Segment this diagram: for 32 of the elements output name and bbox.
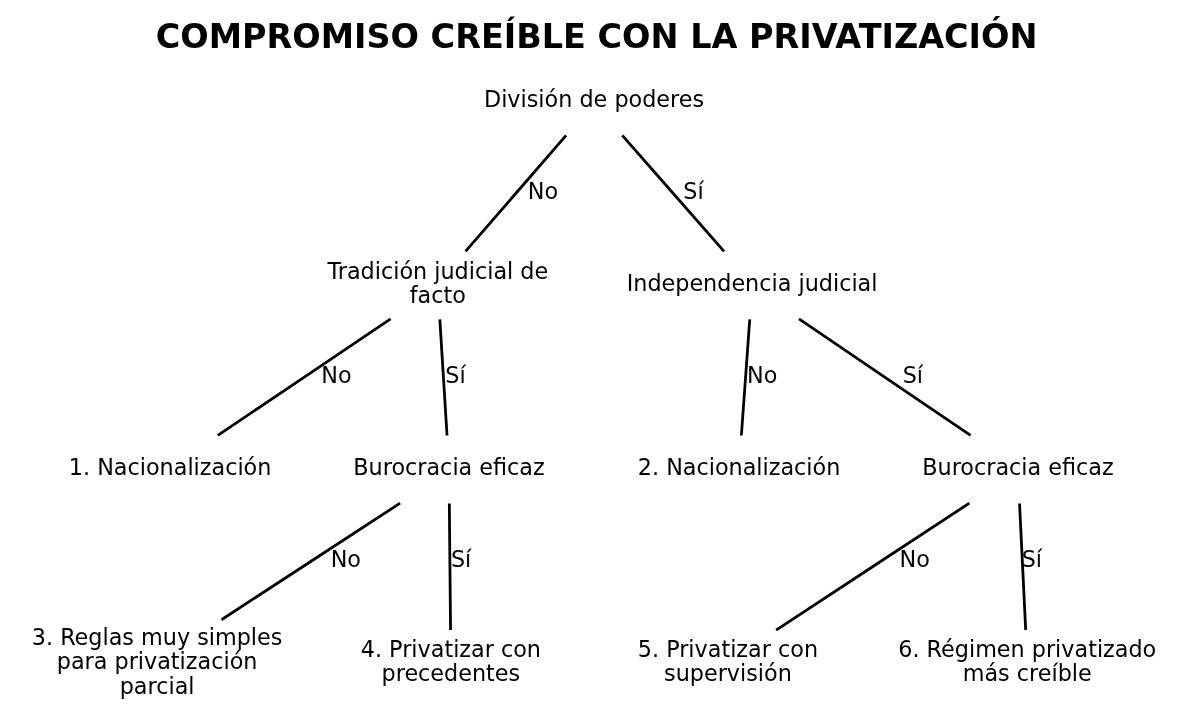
- node-text: 6. Régimen privatizado más creíble: [897, 636, 1156, 687]
- node-text: Tradición judicial de facto: [326, 257, 548, 309]
- edge-label: No: [320, 362, 352, 389]
- connector: [447, 503, 452, 630]
- node-text: 5. Privatizar con supervisión: [637, 636, 818, 687]
- edge-label: Sí: [450, 546, 471, 573]
- node-text: Independencia judicial: [626, 270, 877, 297]
- node-text: 1. Nacionalización: [68, 454, 271, 481]
- connector: [437, 319, 448, 436]
- edge-label: Sí: [682, 178, 704, 204]
- connector: [220, 501, 401, 621]
- connector: [620, 134, 725, 253]
- edge-label: No: [330, 546, 361, 573]
- node-text: Burocracia eficaz: [921, 454, 1114, 481]
- edge-label: Sí: [444, 362, 466, 389]
- node-text: Burocracia eficaz: [352, 454, 545, 481]
- node-text: 3. Reglas muy simples para privatización parcial: [31, 624, 282, 699]
- node-text: 2. Nacionalización: [637, 454, 840, 481]
- node-text: 4. Privatizar con precedentes: [360, 636, 541, 687]
- node-text: División de poderes: [483, 85, 704, 112]
- connector: [797, 317, 971, 437]
- edge-label: No: [899, 546, 930, 573]
- connector: [216, 317, 391, 437]
- connector: [739, 319, 751, 436]
- edge-label: Sí: [1021, 546, 1042, 573]
- edge-label: Sí: [902, 362, 923, 389]
- diagram-title: COMPROMISO CREÍBLE CON LA PRIVATIZACIÓN: [155, 17, 1038, 57]
- connector: [1017, 503, 1027, 630]
- edge-label: No: [527, 178, 558, 204]
- connector: [774, 501, 970, 632]
- connector: [464, 134, 567, 253]
- edge-label: No: [746, 362, 777, 389]
